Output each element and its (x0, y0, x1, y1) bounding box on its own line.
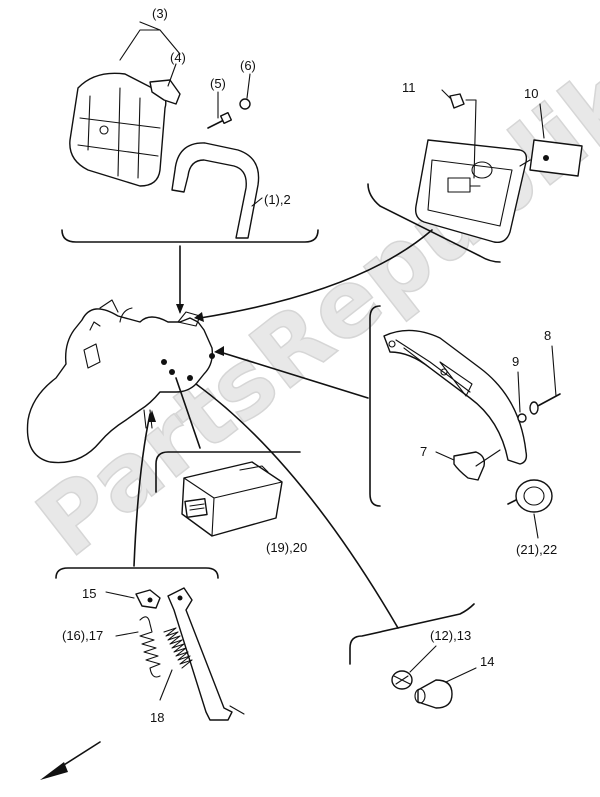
label-7: 7 (420, 444, 427, 459)
bolt-8-part[interactable] (529, 393, 561, 415)
group-side-stand (55, 567, 245, 721)
label-16-17: (16),17 (62, 628, 103, 643)
seat-pad-part[interactable] (69, 72, 167, 187)
label-4: (4) (170, 50, 186, 65)
cap-21-part[interactable] (507, 479, 553, 513)
label-15: 15 (82, 586, 96, 601)
grab-bar-part[interactable] (171, 142, 260, 239)
washer-9-part[interactable] (517, 413, 527, 423)
fender-bracket-frame (369, 305, 381, 507)
spring-16-part[interactable] (139, 616, 161, 678)
label-5: (5) (210, 76, 226, 91)
label-1-2: (1),2 (264, 192, 291, 207)
group-relay (155, 451, 301, 537)
grommet-12-part[interactable] (391, 670, 413, 690)
group-seat-grab-bar (61, 21, 319, 243)
label-3: (3) (152, 6, 168, 21)
label-12-13: (12),13 (430, 628, 471, 643)
toolbox-tray-part[interactable] (414, 139, 528, 243)
motorcycle-outline (26, 299, 215, 464)
nut-part[interactable] (239, 98, 251, 110)
cap-14-part[interactable] (414, 679, 453, 709)
connection-lines (133, 229, 433, 629)
plate-10-part[interactable] (519, 139, 583, 177)
nut-11-part[interactable] (449, 93, 465, 109)
group-toolbox (367, 89, 583, 263)
label-10: 10 (524, 86, 538, 101)
side-stand-part[interactable] (163, 587, 245, 721)
motorcycle-body (26, 308, 214, 464)
grommet-bracket-frame (349, 603, 475, 665)
relay-bracket-frame (155, 451, 301, 493)
front-direction-arrow-icon (40, 741, 101, 780)
relay-part[interactable] (181, 461, 283, 537)
label-9: 9 (512, 354, 519, 369)
label-19-20: (19),20 (266, 540, 307, 555)
label-14: 14 (480, 654, 494, 669)
group-grommet (349, 603, 477, 709)
label-18: 18 (150, 710, 164, 725)
rear-fender-part[interactable] (383, 329, 528, 465)
label-11: 11 (402, 80, 416, 95)
plate-15-part[interactable] (135, 589, 161, 609)
bolt-part[interactable] (207, 111, 233, 129)
bracket-7-part[interactable] (453, 451, 486, 481)
label-8: 8 (544, 328, 551, 343)
label-6: (6) (240, 58, 256, 73)
group-rear-fender (369, 305, 561, 539)
group-bracket-frame (61, 229, 319, 243)
label-21-22: (21),22 (516, 542, 557, 557)
stand-bracket-frame (55, 567, 219, 579)
